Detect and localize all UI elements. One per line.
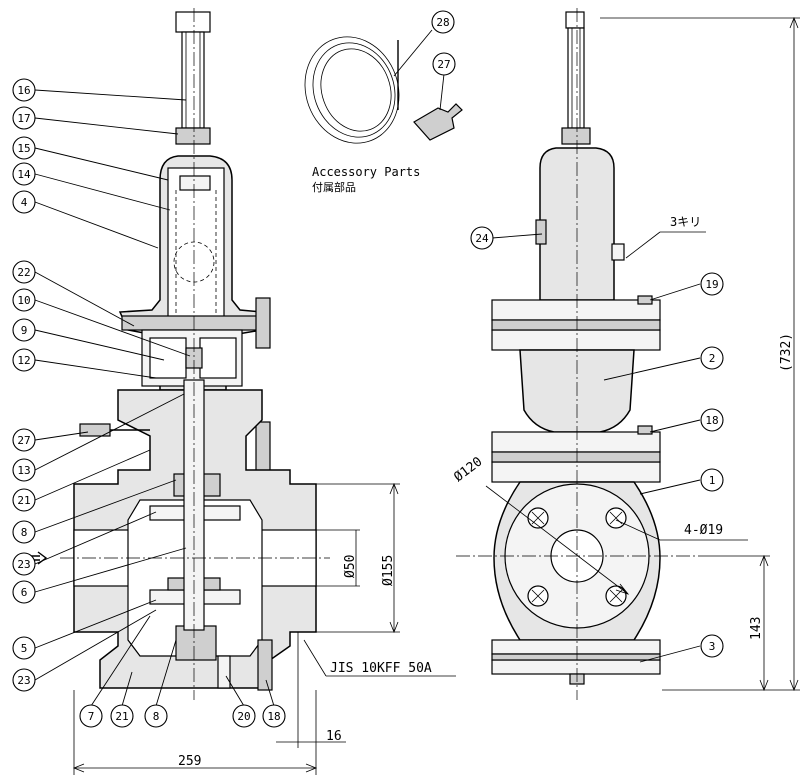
callout-14: 14 <box>12 162 36 186</box>
dim-drill-note: 3キリ <box>670 215 701 229</box>
callout-27: 27 <box>12 428 36 452</box>
svg-text:24: 24 <box>475 232 489 245</box>
accessory-title: Accessory Parts <box>312 165 420 179</box>
svg-text:8: 8 <box>153 710 160 723</box>
dim-center-height: 143 <box>749 617 764 640</box>
callout-28: 28 <box>431 10 455 34</box>
callout-23-upper: 23 <box>12 552 36 576</box>
leader-lines <box>34 29 701 707</box>
callout-15: 15 <box>12 136 36 160</box>
svg-text:5: 5 <box>21 642 28 655</box>
callout-10: 10 <box>12 288 36 312</box>
svg-text:2: 2 <box>709 352 716 365</box>
callout-13: 13 <box>12 458 36 482</box>
callout-21: 21 <box>12 488 36 512</box>
callout-19: 19 <box>700 272 724 296</box>
svg-text:28: 28 <box>436 16 449 29</box>
dim-flange-offset: 16 <box>326 729 342 744</box>
svg-text:21: 21 <box>115 710 128 723</box>
callout-bubbles: 16 17 15 14 4 22 10 9 12 27 13 21 8 23 6… <box>12 10 724 728</box>
svg-text:13: 13 <box>17 464 30 477</box>
sectional-view <box>22 8 330 700</box>
callout-17: 17 <box>12 106 36 130</box>
svg-text:6: 6 <box>21 586 28 599</box>
svg-text:18: 18 <box>267 710 280 723</box>
svg-text:15: 15 <box>17 142 30 155</box>
dim-flange-face: Ø120 <box>451 454 485 485</box>
svg-text:9: 9 <box>21 324 28 337</box>
callout-8-bottom: 8 <box>144 704 168 728</box>
callout-18-right: 18 <box>700 408 724 432</box>
callout-6: 6 <box>12 580 36 604</box>
callout-27-accessory: 27 <box>432 52 456 76</box>
svg-text:23: 23 <box>17 558 30 571</box>
callout-21-bottom: 21 <box>110 704 134 728</box>
callout-18-bottom: 18 <box>262 704 286 728</box>
callout-5: 5 <box>12 636 36 660</box>
svg-text:1: 1 <box>709 474 716 487</box>
dim-overall-height: (732) <box>779 333 794 372</box>
callout-16: 16 <box>12 78 36 102</box>
svg-text:27: 27 <box>437 58 450 71</box>
svg-text:14: 14 <box>17 168 31 181</box>
callout-20: 20 <box>232 704 256 728</box>
dim-bolt-circle: Ø155 <box>381 555 396 586</box>
svg-text:8: 8 <box>21 526 28 539</box>
svg-text:18: 18 <box>705 414 718 427</box>
svg-text:7: 7 <box>88 710 95 723</box>
svg-text:10: 10 <box>17 294 30 307</box>
svg-text:22: 22 <box>17 266 30 279</box>
callout-3: 3 <box>700 634 724 658</box>
callout-12: 12 <box>12 348 36 372</box>
callout-4: 4 <box>12 190 36 214</box>
callout-22: 22 <box>12 260 36 284</box>
elevation-view <box>456 8 700 700</box>
callout-23-lower: 23 <box>12 668 36 692</box>
svg-text:3: 3 <box>709 640 716 653</box>
svg-text:21: 21 <box>17 494 30 507</box>
svg-text:17: 17 <box>17 112 30 125</box>
dim-overall-width: 259 <box>178 754 201 769</box>
svg-text:19: 19 <box>705 278 718 291</box>
svg-text:12: 12 <box>17 354 30 367</box>
callout-1: 1 <box>700 468 724 492</box>
accessory-parts: Accessory Parts 付属部品 <box>304 36 463 194</box>
svg-text:27: 27 <box>17 434 30 447</box>
callout-9: 9 <box>12 318 36 342</box>
dimension-lines: 259 16 Ø155 Ø50 JIS 10KFF 50A Ø120 4-Ø19… <box>72 16 800 775</box>
svg-text:20: 20 <box>237 710 250 723</box>
callout-8: 8 <box>12 520 36 544</box>
svg-text:4: 4 <box>21 196 28 209</box>
dim-flange-standard: JIS 10KFF 50A <box>330 661 432 676</box>
callout-2: 2 <box>700 346 724 370</box>
svg-text:16: 16 <box>17 84 30 97</box>
accessory-title-ja: 付属部品 <box>312 180 356 194</box>
callout-7: 7 <box>79 704 103 728</box>
svg-text:23: 23 <box>17 674 30 687</box>
callout-24: 24 <box>470 226 494 250</box>
dim-bolt-holes: 4-Ø19 <box>684 523 723 538</box>
dim-port-diameter: Ø50 <box>343 555 358 578</box>
